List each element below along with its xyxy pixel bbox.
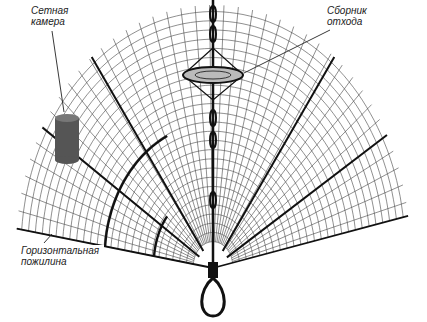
net-radial [227,77,353,249]
collector-inner [195,71,231,79]
net-ropes [42,57,387,257]
chamber-body [55,118,79,160]
net-radial [232,185,403,260]
leader-line [52,31,64,112]
net-radial [231,151,393,256]
chain-link [210,192,216,208]
net-radial [50,112,196,253]
chain-link [210,6,216,22]
net-edge [213,216,408,268]
rope-knot [208,262,218,278]
net-rope [92,57,204,251]
hanging-rope [183,0,243,316]
leader-line [44,234,52,243]
net-radial [167,12,209,243]
horizontal-rope [154,216,167,256]
chamber-bottom [55,156,79,164]
net-chamber [55,114,79,164]
net-radial [230,119,380,253]
net-radial [232,202,406,261]
rope-loop [202,278,225,316]
leader-lines [44,30,330,243]
net-rope [223,57,335,251]
collector-ring [183,67,243,83]
net-edge [17,229,213,268]
net-rope [227,135,387,257]
net-radial [68,84,198,250]
net-radial [139,23,205,244]
net-radial [228,91,363,251]
part-label: Горизонтальная пожилина [20,245,104,267]
net-radial [221,27,294,244]
chamber-top [55,114,79,122]
leader-line [244,30,330,73]
net-radial [232,168,399,258]
part-label: Сетная камера [30,5,76,27]
net-radial [226,65,342,248]
chain-link [210,26,216,42]
net-radial [222,34,306,244]
chain-link [210,110,216,126]
chain-link [210,132,216,148]
collector-cone [183,48,243,100]
horizontal-rope [105,136,167,246]
part-label: Сборник отхода [326,5,380,27]
net-radial [181,8,210,242]
net-radial [195,6,211,242]
